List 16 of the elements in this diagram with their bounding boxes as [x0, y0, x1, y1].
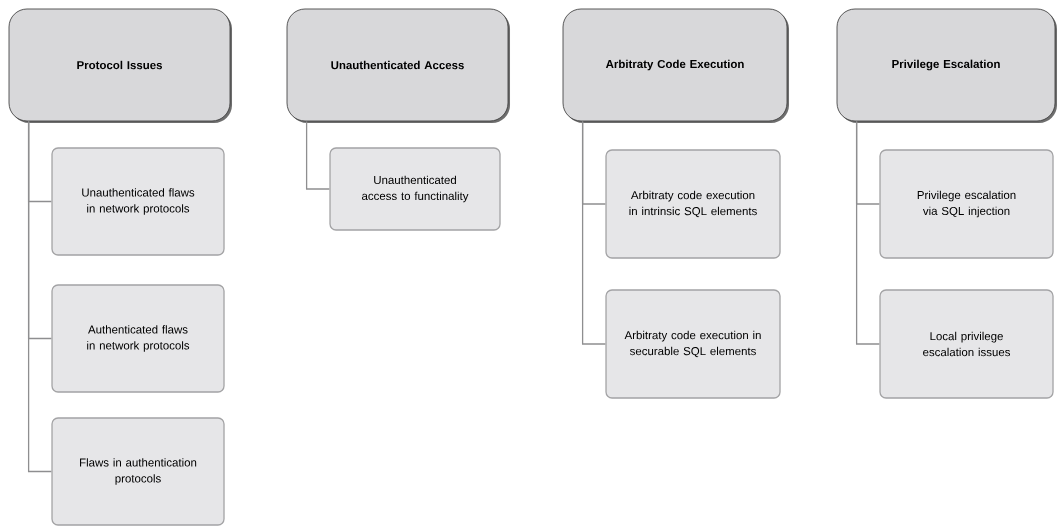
connector-line: [581, 120, 606, 345]
item-box: Arbitraty code execution in securable SQL elements: [605, 289, 781, 399]
category-box: Unauthenticated Access: [286, 8, 510, 123]
item-box: Authenticated flaws in network protocols: [51, 284, 225, 393]
category-box: Privilege Escalation: [836, 8, 1057, 123]
item-box: Unauthenticated access to functinality: [329, 147, 501, 231]
connector-line: [305, 120, 330, 190]
connector-line: [27, 120, 52, 473]
item-box: Privilege escalation via SQL injection: [879, 149, 1054, 259]
category-box: Arbitraty Code Execution: [562, 8, 789, 123]
item-box: Flaws in authentication protocols: [51, 417, 225, 526]
item-box: Unauthenticated flaws in network protocols: [51, 147, 225, 256]
connector-line: [855, 120, 880, 345]
item-box: Local privilege escalation issues: [879, 289, 1054, 399]
item-box: Arbitraty code execution in intrinsic SQL elements: [605, 149, 781, 259]
category-box: Protocol Issues: [8, 8, 232, 123]
